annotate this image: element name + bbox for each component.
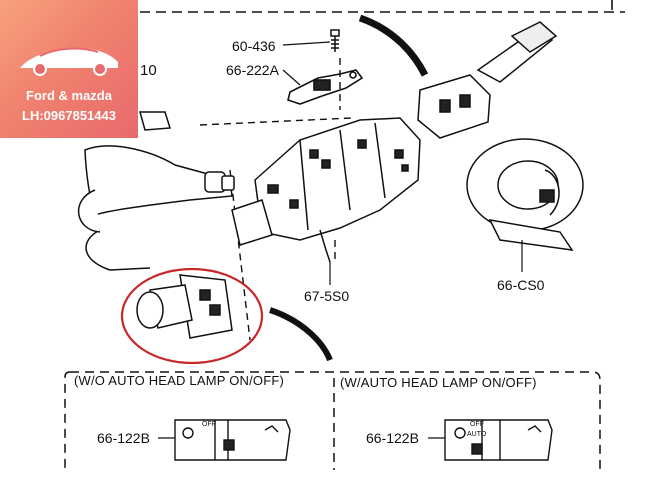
callout-clock-spring: 66-CS0 xyxy=(497,277,545,293)
highlight-circle xyxy=(120,267,264,365)
steering-column xyxy=(78,111,235,271)
screw-part xyxy=(330,29,340,52)
bracket-part xyxy=(287,69,364,105)
lower-curve-arrow xyxy=(269,307,333,362)
clock-spring-part xyxy=(466,138,584,251)
callout-screw: 60-436 xyxy=(232,38,276,54)
lever-switch-right xyxy=(444,419,553,461)
watermark-line1: Ford & mazda xyxy=(26,88,112,103)
switch-mark-off-left: OFF xyxy=(202,421,216,428)
lever-switch-left xyxy=(174,419,291,461)
leader-screw xyxy=(282,41,331,46)
variant-boxes xyxy=(64,371,601,470)
variant-part-right: 66-122B xyxy=(366,430,419,446)
top-curve-arrow xyxy=(358,14,429,77)
watermark-line2: LH:0967851443 xyxy=(22,108,116,123)
variant-title-left: (W/O AUTO HEAD LAMP ON/OFF) xyxy=(74,373,285,388)
callout-center-part: 67-5S0 xyxy=(304,288,350,304)
headlamp-switch-part xyxy=(136,274,233,339)
watermark-badge: Ford & mazda LH:0967851443 xyxy=(0,0,138,138)
variant-title-right: (W/AUTO HEAD LAMP ON/OFF) xyxy=(340,375,537,390)
callout-body-partial: 10 xyxy=(140,62,157,79)
wiper-switch-part xyxy=(417,21,558,139)
leader-bracket xyxy=(282,69,301,86)
combination-switch-body xyxy=(231,117,421,263)
top-dashed-frame xyxy=(140,0,625,13)
switch-mark-auto-right: AUTO xyxy=(467,431,487,438)
variant-part-left: 66-122B xyxy=(97,430,150,446)
car-logo-icon xyxy=(20,47,118,76)
callout-bracket: 66-222A xyxy=(226,62,279,78)
switch-mark-off-right: OFF xyxy=(470,421,484,428)
guide-lines xyxy=(199,58,353,341)
